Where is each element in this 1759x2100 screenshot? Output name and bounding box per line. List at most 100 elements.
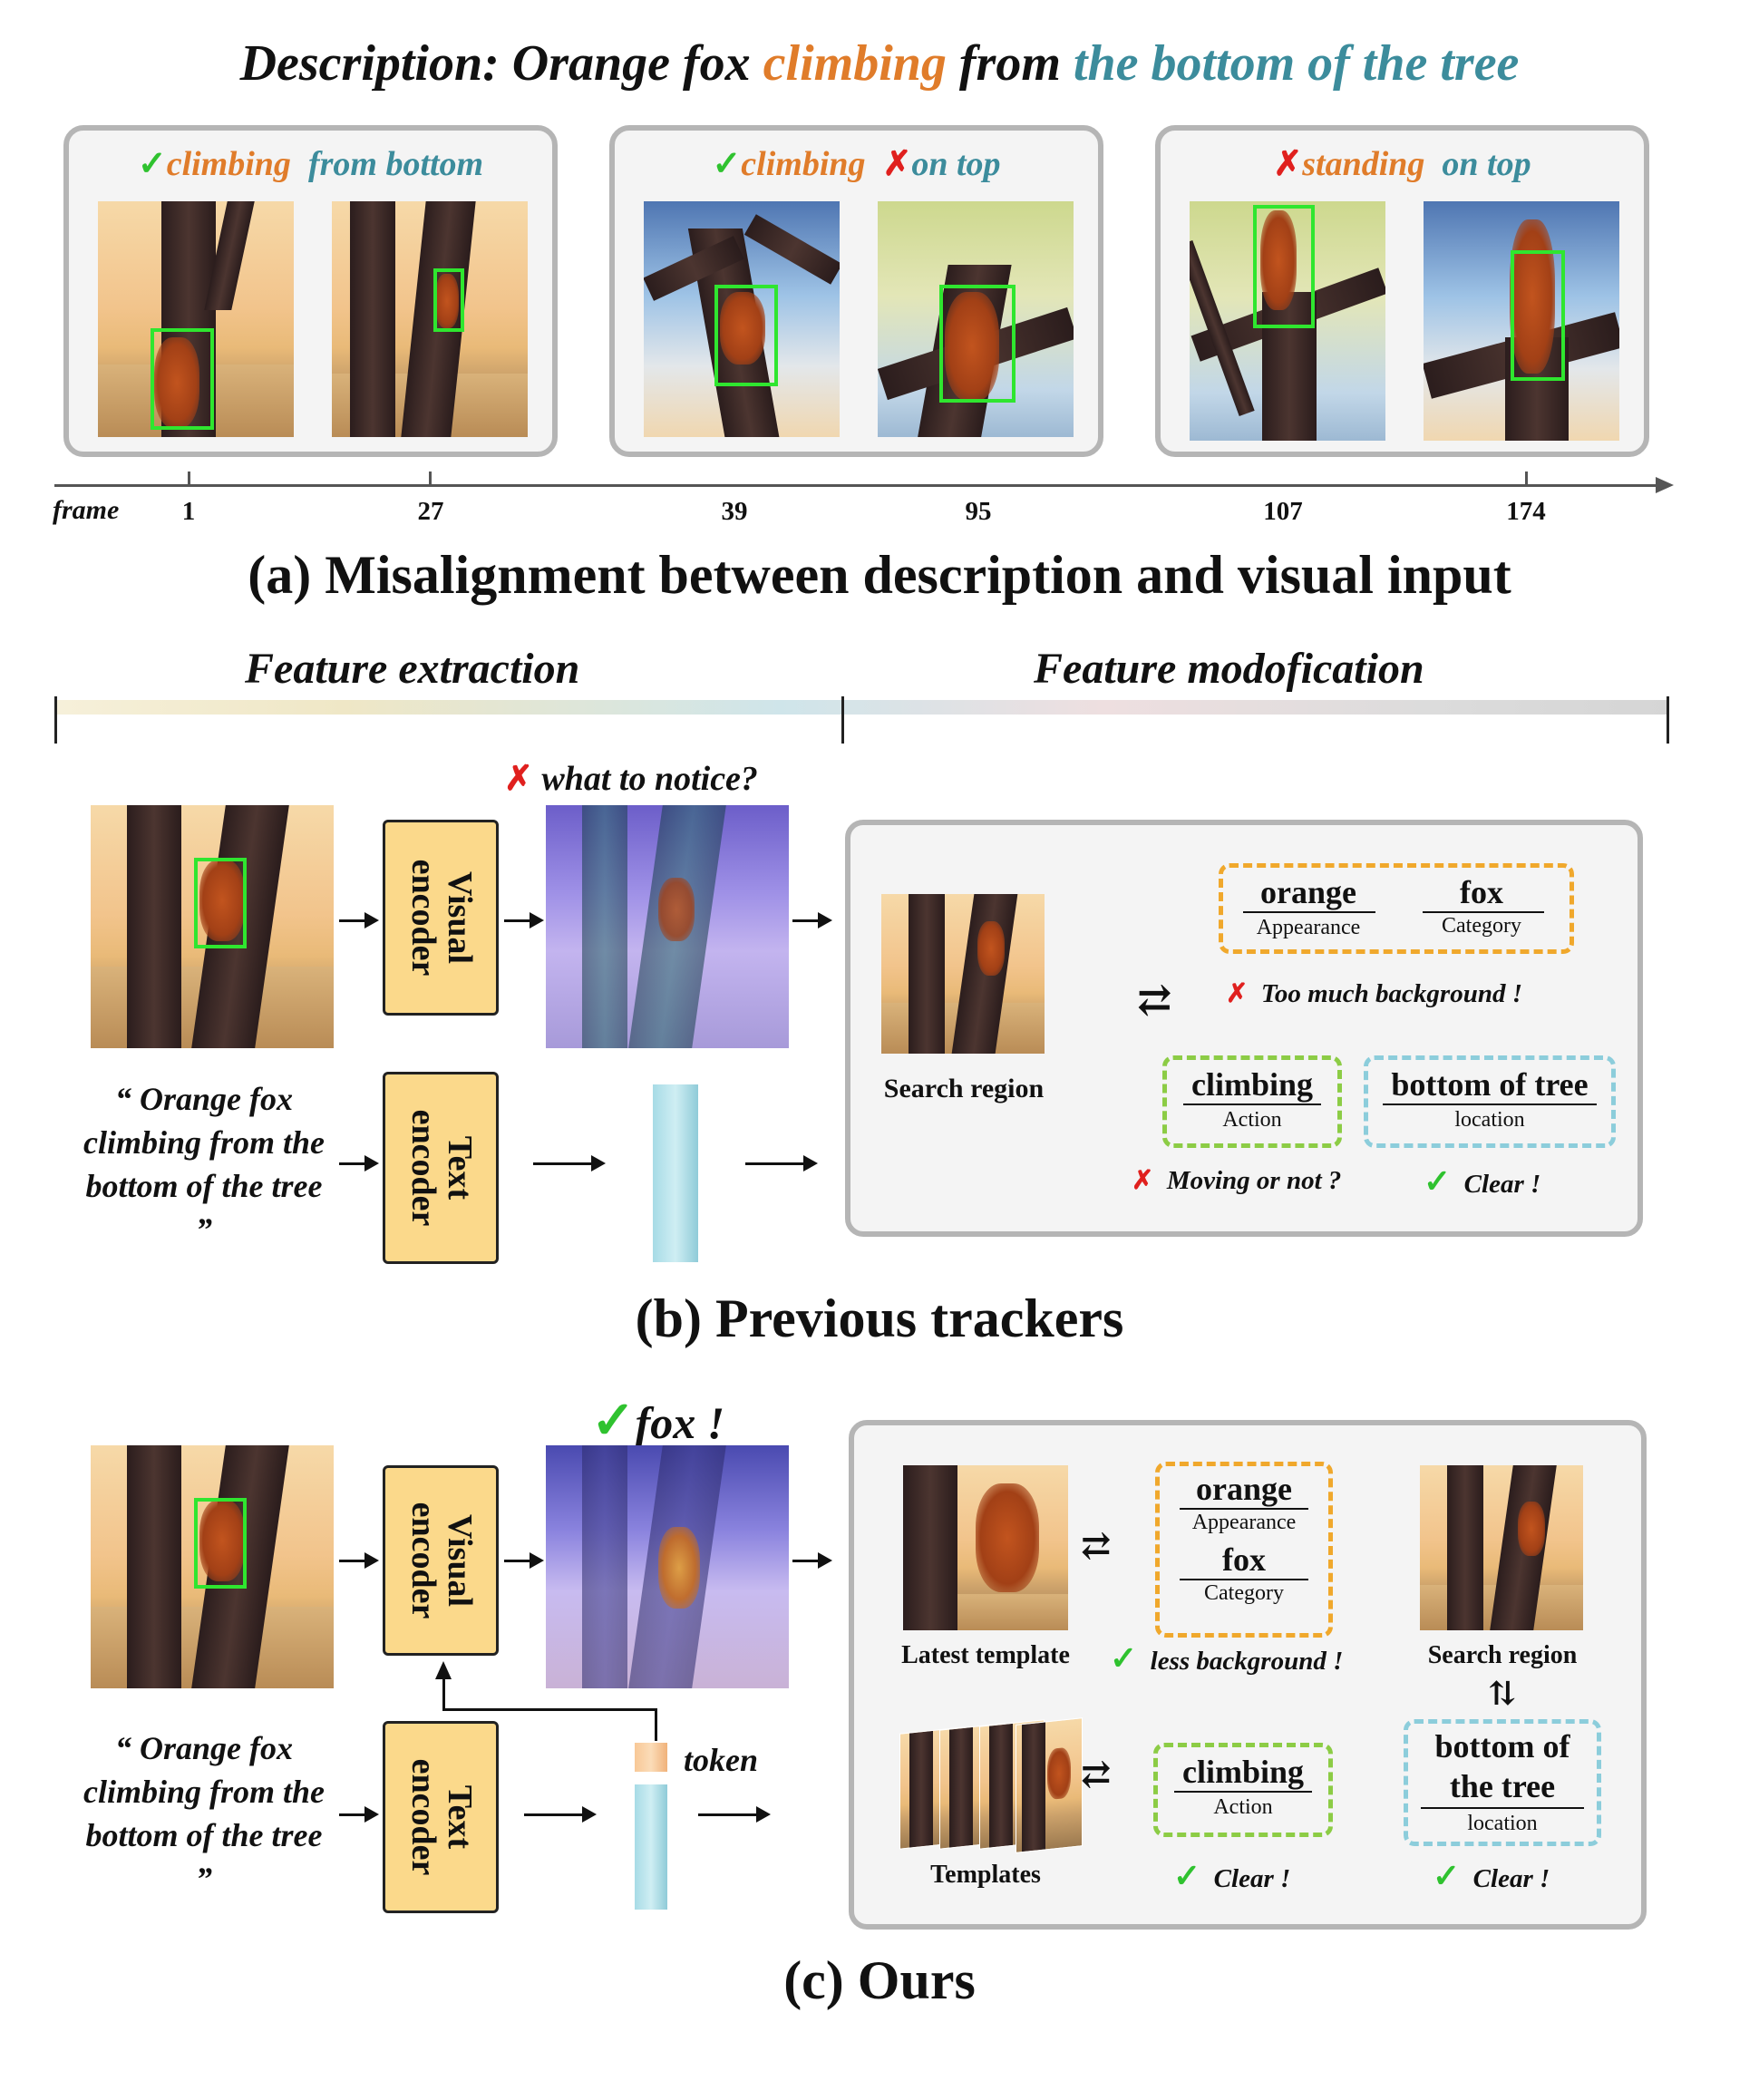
check-icon: ✓ — [1173, 1858, 1201, 1894]
group-2-label: ✓climbing ✗on top — [615, 143, 1098, 184]
c-latest-template-image — [903, 1465, 1068, 1630]
rule — [1383, 1103, 1597, 1105]
check-icon: ✓ — [1424, 1163, 1452, 1200]
swap-arrows-icon: ⇄ — [1137, 977, 1172, 1023]
description-prefix: Description: Orange fox — [239, 35, 763, 92]
rule — [1180, 1508, 1308, 1510]
axis-label: frame — [53, 495, 120, 525]
swap-arrows-icon: ⇄ — [1081, 1754, 1112, 1794]
b-category-word: fox — [1460, 874, 1503, 910]
group-3-action: standing — [1302, 145, 1425, 183]
arrow — [504, 912, 544, 928]
rule — [1183, 1103, 1321, 1105]
b-question: ✗ what to notice? — [504, 758, 758, 799]
b-action-sub: Action — [1222, 1108, 1282, 1132]
arrow — [339, 1806, 379, 1823]
cross-icon: ✗ — [504, 760, 533, 798]
c-search-region-label: Search region — [1427, 1641, 1578, 1669]
b-action-word: climbing — [1190, 1066, 1313, 1103]
b-clear-text: Clear ! — [1463, 1170, 1541, 1199]
section-a-title: (a) Misalignment between description and… — [248, 545, 1511, 605]
b-location-box: bottom of tree location — [1364, 1055, 1616, 1148]
c-templates-stack — [899, 1717, 1083, 1857]
c-visual-encoder: Visual encoder — [383, 1465, 499, 1656]
b-text-encoder: Text encoder — [383, 1072, 499, 1264]
frame-label: 95 — [965, 497, 992, 526]
frame-174-image — [1424, 201, 1619, 441]
frame-95-image — [878, 201, 1074, 437]
c-location-box: bottom of the tree location — [1404, 1719, 1601, 1846]
b-too-much-note: ✗ Too much background ! — [1226, 977, 1522, 1009]
group-2-location: on top — [911, 145, 1001, 183]
b-appearance-sub: Appearance — [1256, 916, 1361, 939]
section-b-title: (b) Previous trackers — [635, 1288, 1124, 1348]
arrow — [339, 1552, 379, 1569]
group-1-action: climbing — [166, 145, 291, 183]
arrow — [504, 1552, 544, 1569]
b-modification-panel: Search region orange Appearance fox Cate… — [845, 820, 1643, 1237]
token-cube — [635, 1743, 667, 1772]
stage-bar-cap — [1667, 696, 1669, 744]
rule — [1180, 1579, 1308, 1580]
frame-label: 27 — [417, 497, 444, 526]
description-location: the bottom of the tree — [1073, 35, 1520, 92]
b-text-feature — [653, 1084, 698, 1262]
b-location-word: bottom of tree — [1391, 1066, 1589, 1103]
b-appearance-word: orange — [1260, 874, 1356, 910]
rule — [1174, 1791, 1312, 1793]
c-text-encoder: Text encoder — [383, 1721, 499, 1913]
check-icon: ✓ — [1110, 1640, 1138, 1677]
b-moving-note: ✗ Moving or not ? — [1132, 1164, 1341, 1196]
group-1-label: ✓climbing from bottom — [69, 143, 552, 184]
b-input-frame — [91, 805, 334, 1048]
b-question-text: what to notice? — [541, 760, 758, 798]
c-fox-note: ✓fox ! — [591, 1389, 724, 1451]
description-mid: from — [946, 35, 1074, 92]
c-appearance-word: orange — [1196, 1471, 1292, 1507]
b-moving-text: Moving or not ? — [1166, 1166, 1342, 1195]
group-1-location: from bottom — [307, 145, 484, 183]
description-action: climbing — [763, 35, 947, 92]
stage-bar-cap — [54, 696, 57, 744]
arrow — [745, 1155, 818, 1172]
c-text-encoder-label: Text encoder — [404, 1758, 479, 1876]
feedback-line — [442, 1679, 445, 1710]
check-icon: ✓ — [137, 145, 167, 183]
c-input-frame — [91, 1445, 334, 1688]
frame-axis — [54, 484, 1659, 487]
frame-group-1: ✓climbing from bottom — [63, 125, 558, 457]
b-text-encoder-label: Text encoder — [404, 1109, 479, 1227]
frame-label: 174 — [1506, 497, 1546, 526]
frame-group-2: ✓climbing ✗on top — [609, 125, 1103, 457]
c-search-region-image — [1420, 1465, 1583, 1630]
stage-bar — [54, 700, 1668, 715]
c-location-sub: location — [1467, 1812, 1538, 1835]
group-3-label: ✗standing on top — [1161, 143, 1644, 184]
axis-tick — [429, 472, 432, 484]
b-action-box: climbing Action — [1162, 1055, 1342, 1148]
axis-tick — [188, 472, 190, 484]
arrow — [792, 912, 832, 928]
arrow — [533, 1155, 606, 1172]
rule — [1243, 911, 1375, 913]
swap-arrows-vertical-icon: ⇄ — [1484, 1678, 1521, 1707]
arrow — [698, 1806, 771, 1823]
c-text-query: “ Orange fox climbing from the bottom of… — [83, 1730, 325, 1897]
b-too-much-text: Too much background ! — [1260, 979, 1522, 1008]
frame-107-image — [1190, 201, 1385, 441]
c-fox-text: fox ! — [635, 1397, 725, 1448]
c-attention-map — [546, 1445, 789, 1688]
c-action-box: climbing Action — [1153, 1743, 1333, 1837]
check-icon: ✓ — [712, 145, 742, 183]
c-clear-note-1: ✓ Clear ! — [1173, 1857, 1290, 1895]
section-c-title: (c) Ours — [783, 1950, 976, 2010]
arrow — [339, 1155, 379, 1172]
cross-icon: ✗ — [1273, 145, 1303, 183]
arrow — [339, 912, 379, 928]
c-templates-label: Templates — [930, 1861, 1041, 1889]
b-search-region-label: Search region — [883, 1074, 1045, 1103]
feedback-line — [442, 1708, 656, 1711]
check-icon: ✓ — [591, 1391, 636, 1450]
axis-arrowhead — [1656, 477, 1674, 493]
c-category-word: fox — [1222, 1541, 1266, 1578]
